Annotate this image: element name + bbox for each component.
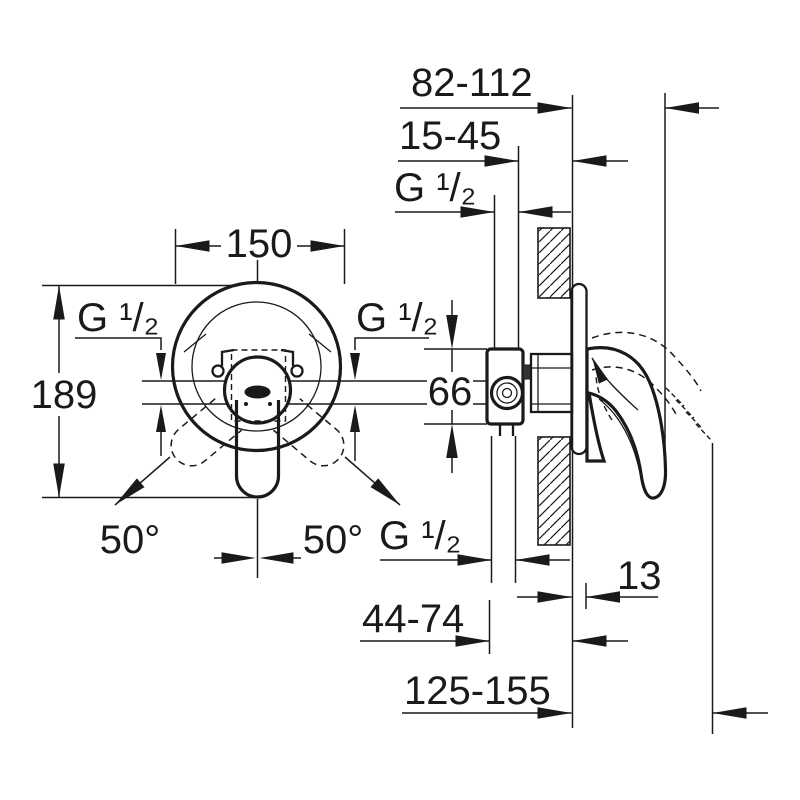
dot-left: [244, 402, 248, 406]
thread-top-label: G ¹/₂: [394, 166, 476, 210]
valve-cap-inner: [496, 382, 518, 404]
thread-front-left-label: G ¹/₂: [77, 296, 159, 340]
dim-width-label: 150: [226, 222, 293, 266]
bracket-left: [220, 348, 235, 366]
dim-trim-depth: 13: [517, 554, 662, 609]
dim-outlet-depth: 44-74: [360, 597, 628, 647]
swing-angle-dims: 50° 50°: [100, 456, 404, 578]
concealed-body-dashed: [230, 349, 287, 422]
lever-handle-side: [585, 346, 668, 500]
thread-front-right-label: G ¹/₂: [356, 296, 438, 340]
thread-callout-front-right: G ¹/₂: [350, 296, 438, 461]
cartridge-sleeve: [529, 352, 574, 414]
escutcheon-inner-circle: [191, 301, 322, 432]
screw-right: [290, 364, 304, 378]
escutcheon-outer-circle: [170, 280, 343, 453]
dot-right: [268, 402, 272, 406]
dim-valve-height-label: 66: [428, 370, 473, 414]
screw-left: [211, 364, 225, 378]
dim-trim-depth-label: 13: [617, 554, 662, 598]
valve-cap-outer: [489, 375, 525, 411]
wall-section: [537, 95, 574, 728]
valve-body: [485, 347, 574, 436]
dim-thread-bottom: G ¹/₂: [379, 514, 570, 566]
tick-upper-right: [308, 333, 332, 353]
bracket-right: [280, 348, 295, 366]
valve-cap-center: [501, 387, 513, 399]
lever-position-right-dashed: [272, 398, 345, 467]
dim-width-150: 150: [174, 222, 346, 284]
escutcheon-side: [570, 282, 588, 456]
cartridge-center-mark: [244, 385, 271, 399]
front-view: 150 189: [31, 222, 487, 578]
swing-right-label: 50°: [303, 518, 364, 562]
lever-handle-front: [234, 400, 281, 499]
swing-left-label: 50°: [100, 518, 161, 562]
dim-valve-height: 66: [424, 300, 487, 473]
dim-rough-in-label: 15-45: [399, 114, 501, 158]
dim-handle-reach: 125-155: [402, 669, 768, 719]
thread-bottom-label: G ¹/₂: [379, 514, 461, 558]
side-view: 82-112 15-45 G ¹/₂ 66: [360, 61, 768, 734]
dim-rough-in: 15-45: [398, 114, 628, 167]
dim-wall-offset: 82-112: [400, 61, 719, 114]
dim-handle-reach-label: 125-155: [404, 669, 551, 713]
dim-outlet-depth-label: 44-74: [362, 597, 464, 641]
lever-raised-dashed: [587, 331, 712, 441]
wall-lower: [537, 436, 571, 546]
lever-position-left-dashed: [170, 398, 243, 467]
fixing-screw: [522, 364, 532, 380]
thread-callout-front-left: G ¹/₂: [75, 296, 166, 456]
lever-inner-line: [598, 398, 641, 474]
tick-upper-left: [183, 333, 207, 353]
dim-thread-top: G ¹/₂: [394, 166, 571, 218]
dim-height-189: 189: [31, 284, 258, 499]
dim-height-label: 189: [31, 373, 98, 417]
wall-upper: [537, 227, 571, 299]
dim-wall-offset-label: 82-112: [411, 61, 533, 105]
